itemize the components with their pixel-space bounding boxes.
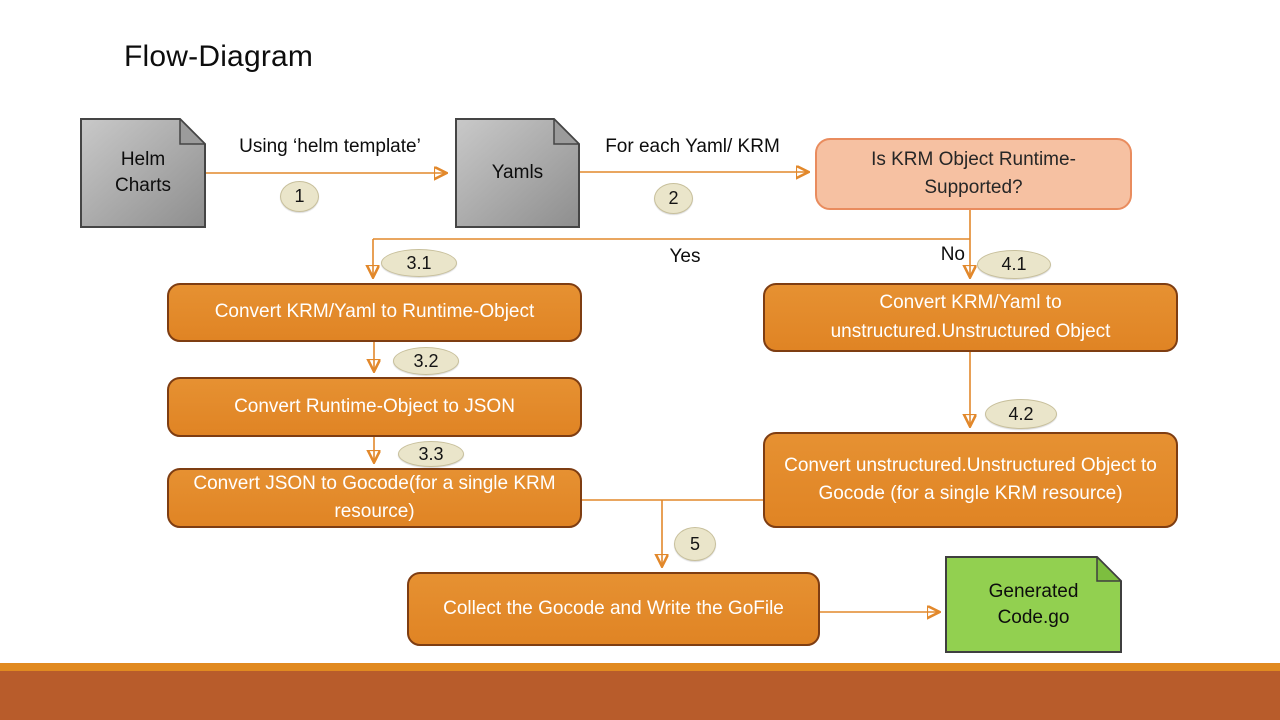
edge-label-using-helm-template: Using ‘helm template’ xyxy=(239,136,421,157)
node-convert-krm-to-unstructured: Convert KRM/Yaml to unstructured.Unstruc… xyxy=(763,283,1178,352)
node-label: Convert JSON to Gocode(for a single KRM … xyxy=(193,472,556,523)
node-helm-charts: Helm Charts xyxy=(80,118,206,228)
node-label: Yamls xyxy=(491,162,544,184)
node-convert-json-to-gocode: Convert JSON to Gocode(for a single KRM … xyxy=(167,468,582,528)
node-is-krm-runtime-supported: Is KRM Object Runtime-Supported? xyxy=(815,138,1132,210)
step-badge-1: 1 xyxy=(280,181,319,212)
document-shape xyxy=(80,118,206,228)
edge-label-no: No xyxy=(940,244,965,265)
step-badge-2: 2 xyxy=(654,183,693,214)
node-label: Convert KRM/Yaml to Runtime-Object xyxy=(214,301,535,323)
node-label: Generated Code.go xyxy=(988,580,1079,628)
step-badge-3-2: 3.2 xyxy=(393,347,459,375)
node-label: Convert unstructured.Unstructured Object… xyxy=(784,454,1157,505)
node-convert-unstructured-to-gocode: Convert unstructured.Unstructured Object… xyxy=(763,432,1178,528)
step-badge-4-1: 4.1 xyxy=(977,250,1051,279)
step-badge-4-2: 4.2 xyxy=(985,399,1057,429)
step-badge-3-3: 3.3 xyxy=(398,441,464,467)
node-label: Is KRM Object Runtime-Supported? xyxy=(871,149,1076,198)
document-shape xyxy=(945,556,1122,653)
node-collect-gocode-write-gofile: Collect the Gocode and Write the GoFile xyxy=(407,572,820,646)
node-convert-krm-to-runtime-object: Convert KRM/Yaml to Runtime-Object xyxy=(167,283,582,342)
node-label: Helm Charts xyxy=(115,149,171,196)
node-label: Collect the Gocode and Write the GoFile xyxy=(443,597,784,619)
footer-accent-strip xyxy=(0,663,1280,671)
node-yamls: Yamls xyxy=(455,118,580,228)
edge-label-for-each-yaml: For each Yaml/ KRM xyxy=(605,136,780,157)
step-badge-3-1: 3.1 xyxy=(381,249,457,277)
node-generated-code-go: Generated Code.go xyxy=(945,556,1122,653)
document-shape xyxy=(455,118,580,228)
step-badge-5: 5 xyxy=(674,527,716,561)
edge-label-yes: Yes xyxy=(669,246,701,267)
footer-band xyxy=(0,671,1280,720)
page-title: Flow-Diagram xyxy=(124,40,314,73)
node-convert-runtime-object-to-json: Convert Runtime-Object to JSON xyxy=(167,377,582,437)
node-label: Convert KRM/Yaml to unstructured.Unstruc… xyxy=(830,292,1111,342)
node-label: Convert Runtime-Object to JSON xyxy=(234,395,515,417)
